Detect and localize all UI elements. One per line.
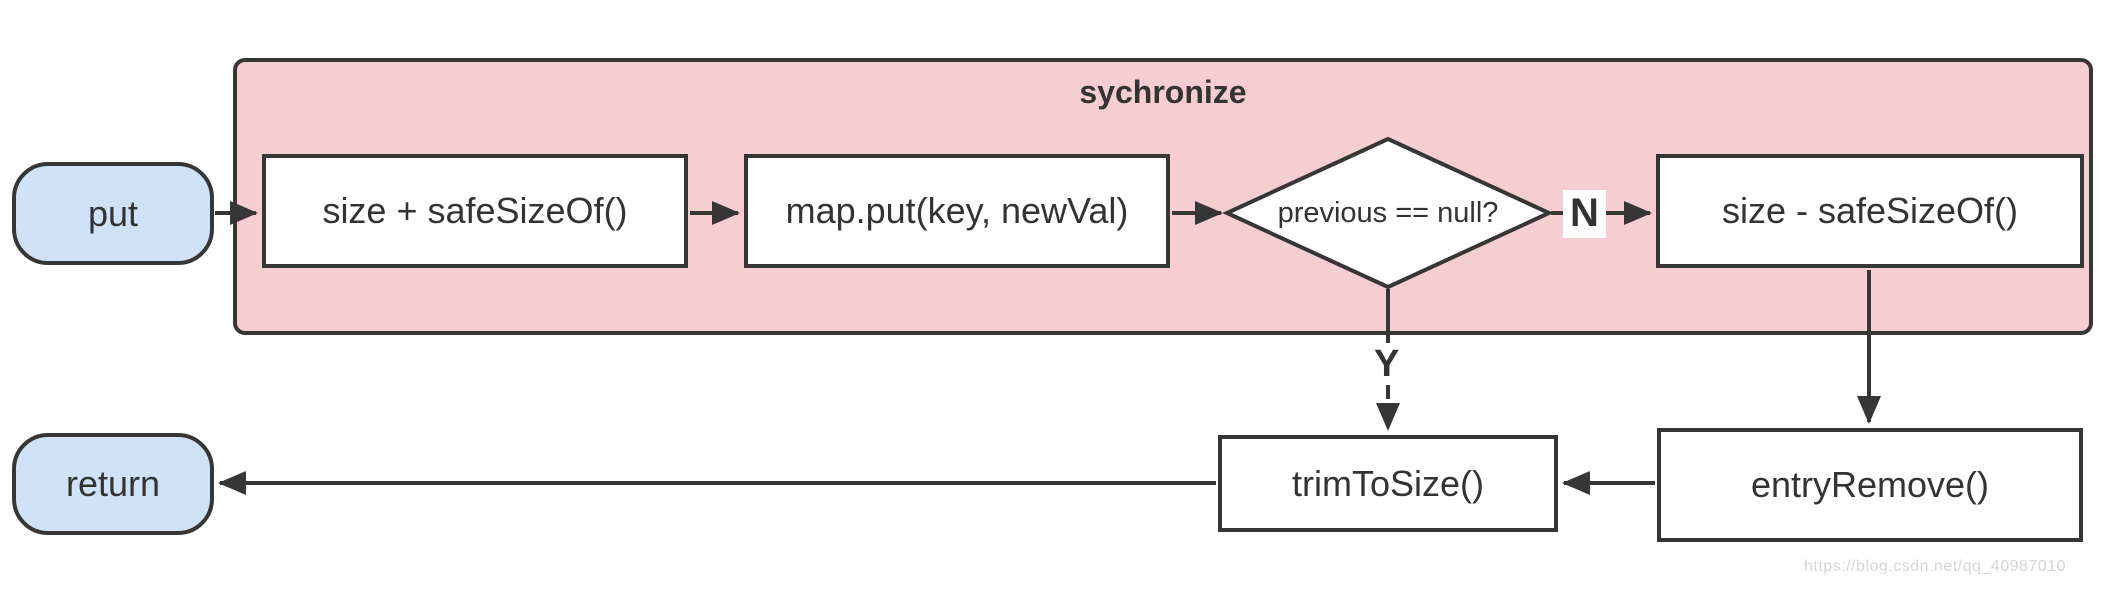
node-entry-remove: entryRemove() [1657,428,2083,542]
node-return-end: return [12,433,214,535]
synchronize-group-title: sychronize [1079,74,1247,110]
node-decision-previous-null-label: previous == null? [1277,197,1499,229]
branch-label-yes: Y [1374,343,1400,385]
csdn-watermark: https://blog.csdn.net/qq_40987010 [1803,558,2066,575]
node-trim-to-size: trimToSize() [1218,435,1558,532]
node-size-minus-safesizeof: size - safeSizeOf() [1656,154,2084,268]
node-put-start: put [12,162,214,265]
branch-label-no: N [1563,190,1606,238]
node-size-plus-safesizeof: size + safeSizeOf() [262,154,688,268]
node-map-put: map.put(key, newVal) [744,154,1170,268]
